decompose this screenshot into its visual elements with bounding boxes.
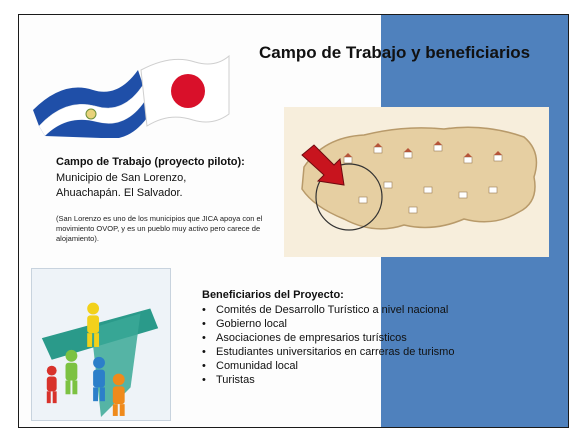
list-item: Comunidad local (202, 359, 454, 373)
person-blue (93, 356, 105, 402)
el-salvador-map (284, 107, 549, 257)
person-orange (112, 373, 125, 416)
field-note: (San Lorenzo es uno de los municipios qu… (56, 214, 263, 243)
slide-frame: Campo de Trabajo y beneficiarios (18, 14, 569, 428)
red-arrow-icon (301, 144, 345, 186)
location-circle (315, 163, 383, 231)
list-item: Turistas (202, 373, 454, 387)
japan-flag (140, 54, 230, 127)
slide-title: Campo de Trabajo y beneficiarios (259, 43, 531, 62)
beneficiaries-list: Comités de Desarrollo Turístico a nivel … (202, 303, 454, 387)
teamwork-people-icon (31, 268, 171, 421)
el-salvador-flag (33, 70, 151, 138)
field-location: Municipio de San Lorenzo, Ahuachapán. El… (56, 171, 276, 201)
field-line-1: Municipio de San Lorenzo, (56, 172, 187, 184)
list-item: Gobierno local (202, 317, 454, 331)
list-item: Asociaciones de empresarios turísticos (202, 331, 454, 345)
field-line-2: Ahuachapán. El Salvador. (56, 187, 183, 199)
flags-icon (33, 54, 230, 138)
beneficiaries-heading: Beneficiarios del Proyecto: (202, 289, 344, 301)
person-red (46, 365, 57, 404)
person-yellow (87, 302, 100, 347)
field-heading: Campo de Trabajo (proyecto piloto): (56, 156, 245, 168)
list-item: Comités de Desarrollo Turístico a nivel … (202, 303, 454, 317)
person-green (65, 349, 78, 395)
list-item: Estudiantes universitarios en carreras d… (202, 345, 454, 359)
